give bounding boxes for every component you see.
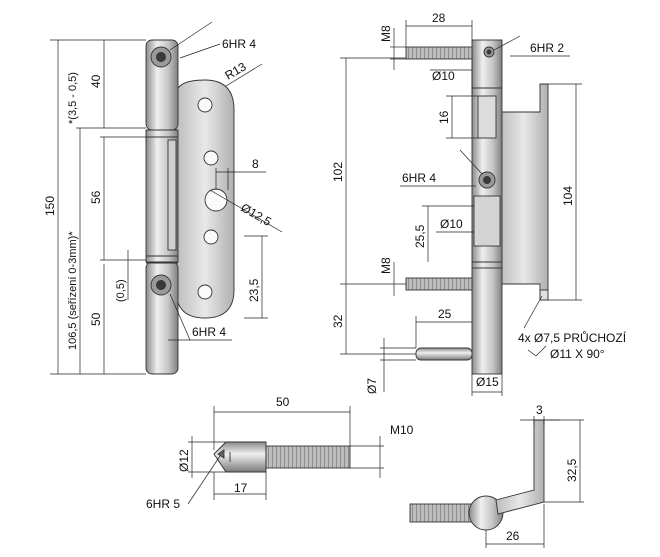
pin-dimensions [187,406,384,505]
bracket-dimensions [485,416,584,548]
plate-hole-2 [203,150,219,166]
label-hr-bottom: 6HR 4 [192,325,226,339]
label-d15: Ø15 [476,375,499,389]
label-25-5: 25,5 [413,224,427,248]
label-hr5: 6HR 5 [146,497,180,511]
bracket-thread [409,503,473,523]
thread-rod-middle [405,277,473,291]
label-m8-bottom: M8 [379,257,393,274]
plate-hole-1 [197,97,213,113]
label-150: 150 [43,196,57,216]
plate-hole-4 [197,284,213,300]
label-28: 28 [432,11,446,25]
plate-hole-center [204,188,228,212]
label-r13: R13 [223,59,249,82]
label-0-5: (0,5) [115,279,127,302]
side-labels: M8 28 6HR 2 Ø10 16 102 6HR 4 104 Ø10 25,… [331,11,627,394]
label-countersink: Ø11 X 90° [550,347,605,361]
label-50-front: 50 [89,312,103,326]
label-8: 8 [252,157,259,171]
label-102: 102 [331,162,345,182]
bracket-labels: 3 32,5 26 [506,403,579,543]
label-m8-top: M8 [379,25,393,42]
thread-rod-top [405,46,473,60]
label-3: 3 [536,403,543,417]
front-dimensions [50,21,283,375]
label-23-5: 23,5 [247,278,261,302]
side-view [405,39,549,375]
bracket-view [409,419,545,531]
pin-labels: 50 M10 Ø12 6HR 5 17 [146,395,414,511]
side-cylinder-bottom [471,267,503,375]
label-26: 26 [506,529,520,543]
side-dimensions [340,20,582,396]
label-50-pin: 50 [276,395,290,409]
label-d10-top: Ø10 [432,69,455,83]
label-40: 40 [89,74,103,88]
label-hr-top: 6HR 4 [222,37,256,51]
label-32: 32 [331,314,345,328]
label-d7: Ø7 [365,378,379,394]
pin-view [213,441,351,473]
label-holes: 4x Ø7,5 PRŮCHOZÍ [518,330,627,345]
label-104: 104 [561,186,575,206]
label-56: 56 [89,190,103,204]
label-32-5: 32,5 [565,458,579,482]
label-d12: Ø12 [177,449,191,472]
label-hr2: 6HR 2 [530,41,564,55]
label-tolerance: *(3,5 - 0,5) [67,72,79,124]
bracket-arm [495,419,545,515]
label-16: 16 [437,110,451,124]
plate-hole-3 [203,229,219,245]
front-view [145,39,235,375]
label-17: 17 [234,481,248,495]
mounting-bracket [499,83,549,301]
label-adjust: 106,5 (seřízení 0-3mm)* [67,231,79,350]
pin-rod-bottom [415,347,473,361]
pin-thread [265,445,351,469]
label-m10: M10 [390,423,414,437]
label-d10-mid: Ø10 [440,217,463,231]
label-hr4-side: 6HR 4 [402,171,436,185]
label-25: 25 [438,307,452,321]
label-12-5: Ø12,5 [239,200,275,229]
